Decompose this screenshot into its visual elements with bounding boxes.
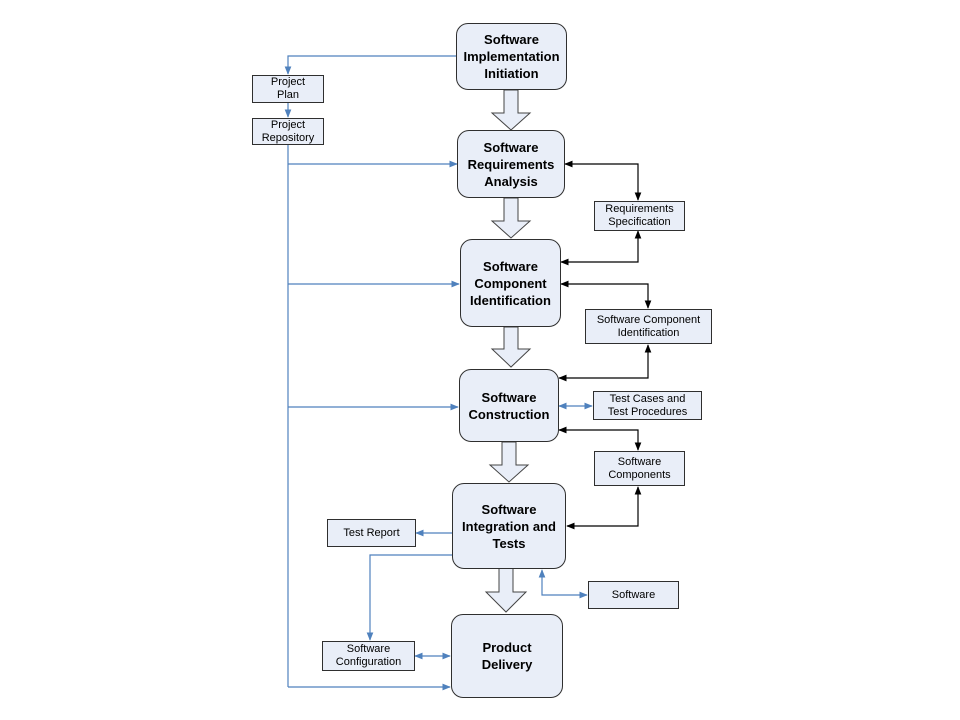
artifact-software-configuration: Software Configuration [322, 641, 415, 671]
flow-arrow-3 [490, 326, 532, 368]
flow-arrow-4 [488, 441, 530, 483]
flow-arrow-5 [484, 567, 528, 613]
requirements-spec-line [564, 160, 642, 201]
flow-arrows [484, 89, 532, 613]
flow-arrow-2 [490, 197, 532, 239]
integration-to-config-line [366, 554, 452, 641]
construction-components-line [558, 426, 642, 451]
ident-construction-line [558, 344, 652, 382]
artifact-requirements-specification: Requirements Specification [594, 201, 685, 231]
initiation-to-plan-line [284, 55, 456, 75]
process-component-identification: Software Component Identification [460, 239, 561, 327]
spec-component-line [560, 230, 642, 266]
integration-software-line [538, 569, 588, 599]
artifact-software-components: Software Components [594, 451, 685, 486]
components-integration-line [566, 486, 642, 530]
artifact-software: Software [588, 581, 679, 609]
artifact-test-cases-and-procedures: Test Cases and Test Procedures [593, 391, 702, 420]
process-product-delivery: Product Delivery [451, 614, 563, 698]
artifact-project-repository: Project Repository [252, 118, 324, 145]
process-requirements-analysis: Software Requirements Analysis [457, 130, 565, 198]
artifact-test-report: Test Report [327, 519, 416, 547]
process-implementation-initiation: Software Implementation Initiation [456, 23, 567, 90]
repository-lines [284, 55, 593, 691]
dependency-lines [558, 160, 652, 530]
artifact-project-plan: Project Plan [252, 75, 324, 103]
artifact-software-component-identification: Software Component Identification [585, 309, 712, 344]
flow-arrow-1 [490, 89, 532, 131]
component-ident-line [560, 280, 652, 309]
process-integration-and-tests: Software Integration and Tests [452, 483, 566, 569]
process-construction: Software Construction [459, 369, 559, 442]
